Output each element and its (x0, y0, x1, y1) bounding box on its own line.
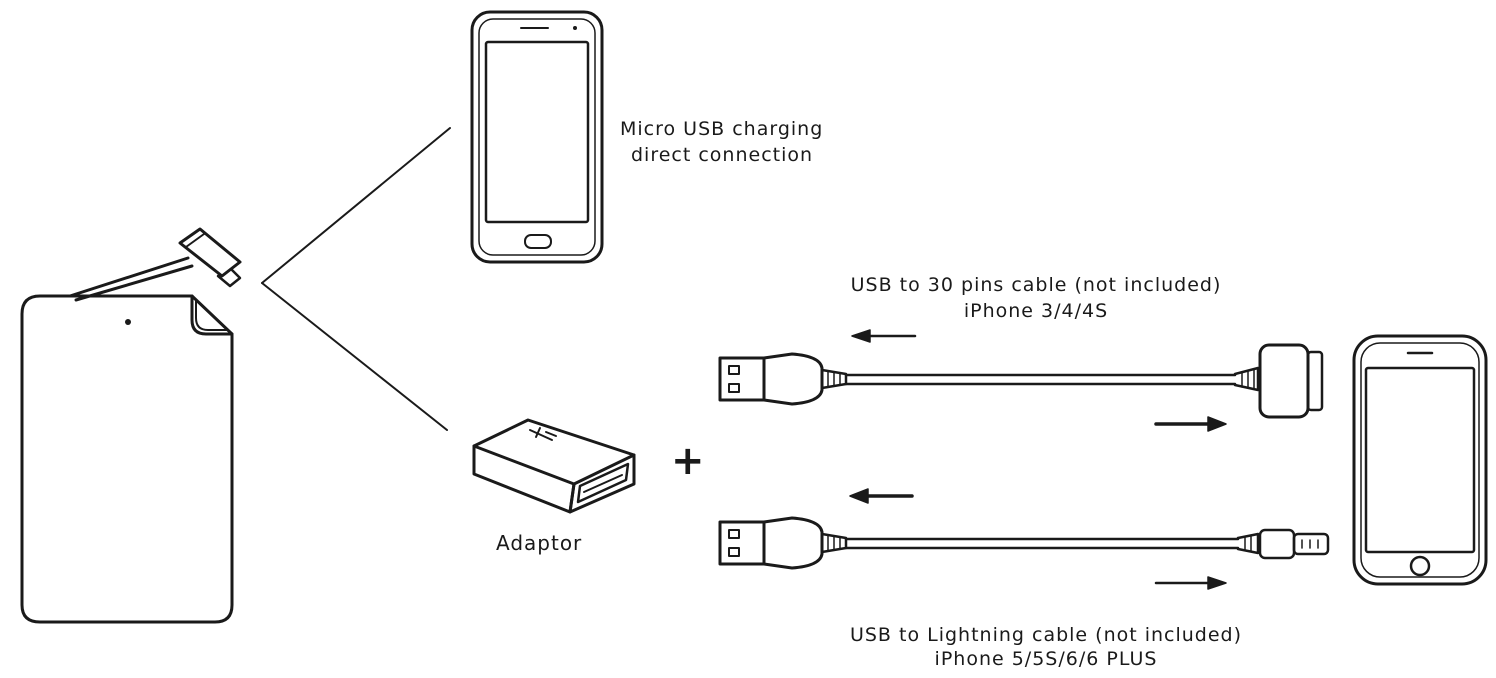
lightning-cable-wire (822, 534, 1258, 553)
arrow-left-icon (850, 489, 912, 503)
micro-usb-label-line1: Micro USB charging (620, 118, 824, 140)
micro-usb-plug-icon (70, 229, 240, 300)
usb-30pin-label-line2: iPhone 3/4/4S (963, 300, 1109, 322)
iphone-icon (1354, 336, 1486, 584)
usb-lightning-label-line2: iPhone 5/5S/6/6 PLUS (934, 648, 1158, 670)
arrow-right-icon (1156, 577, 1226, 589)
arrow-right-icon (1156, 417, 1226, 431)
usb-a-plug-icon (720, 518, 822, 568)
adaptor-label: Adaptor (496, 531, 583, 555)
android-phone-icon (472, 12, 602, 262)
micro-usb-label-line2: direct connection (631, 144, 814, 166)
power-bank-icon (22, 296, 232, 622)
connection-lines (262, 128, 450, 430)
30-pin-connector-icon (1260, 345, 1322, 417)
arrow-left-icon (852, 330, 915, 342)
usb-30pin-label-line1: USB to 30 pins cable (not included) (850, 274, 1222, 296)
30-pin-cable-wire (822, 368, 1258, 390)
usb-a-plug-icon (720, 354, 822, 404)
lightning-connector-icon (1260, 530, 1328, 558)
plus-sign: + (671, 438, 705, 484)
usb-adaptor-icon (474, 420, 634, 512)
usb-lightning-label-line1: USB to Lightning cable (not included) (849, 624, 1243, 646)
